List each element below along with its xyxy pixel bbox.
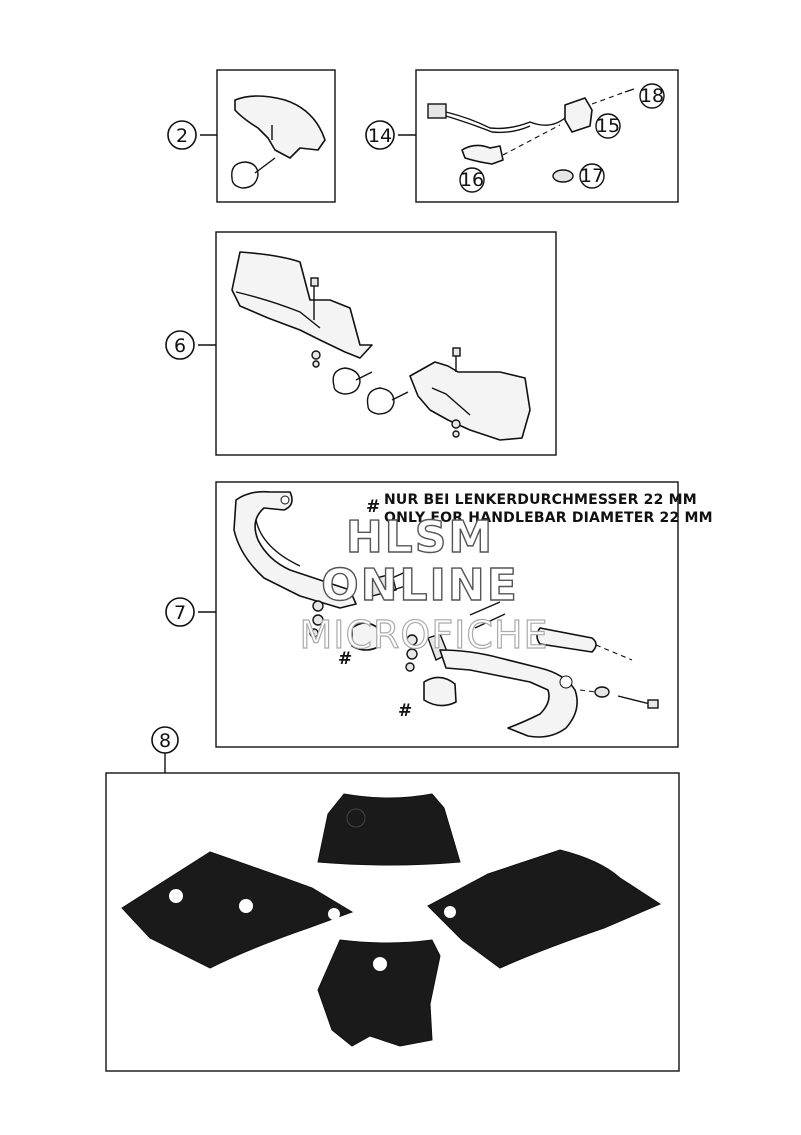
switch-box-part (564, 97, 593, 133)
callout-6-circle (165, 330, 195, 360)
watermark-line-3: MICROFICHE (299, 613, 548, 657)
panel-7: 7 # NUR BEI LENKERDURCHMESSER 22 MM ONLY… (165, 481, 713, 748)
screw-18 (624, 88, 635, 93)
handguard-small-part (234, 95, 326, 159)
panel-6-frame (215, 231, 557, 456)
panel-7-frame (215, 481, 679, 748)
cap-part (552, 169, 574, 183)
callout-2-circle (167, 120, 197, 150)
clamp-7a-part (367, 573, 397, 597)
watermark-line-2: ONLINE (321, 560, 519, 611)
bar-clamp-7b-part (423, 676, 457, 707)
callout-8-circle (151, 726, 179, 754)
note-line-en: ONLY FOR HANDLEBAR DIAMETER 22 MM (384, 510, 713, 526)
callout-15: 15 (596, 115, 620, 137)
hash-marker-3: # (398, 701, 412, 721)
callout-7-circle (165, 597, 195, 627)
hash-marker-2: # (338, 649, 352, 669)
panel-8-frame (105, 772, 680, 1072)
bar-clamp-7-part (351, 622, 381, 651)
cable-tie-6a (332, 367, 373, 395)
clamp-part (461, 144, 504, 165)
callout-14-circle (365, 120, 395, 150)
note-hash-marker: # (366, 497, 380, 517)
handguard-right-part (409, 361, 531, 441)
callout-17: 17 (580, 165, 604, 187)
panel-2-frame (216, 69, 336, 203)
wraparound-guard-left-part (233, 490, 357, 609)
callout-2: 2 (176, 125, 188, 147)
callout-8: 8 (159, 730, 171, 752)
wraparound-guard-right-part (439, 649, 578, 738)
cable-tie-2 (231, 157, 276, 189)
panel-8: 8 (105, 726, 680, 1072)
watermark: HLSM ONLINE MICROFICHE (299, 511, 548, 657)
handguard-left-part (231, 251, 373, 359)
sticker-left-part (121, 851, 354, 969)
sticker-front-part (317, 793, 461, 866)
cable-tie-6b (366, 387, 409, 415)
callout-18: 18 (640, 85, 664, 107)
callout-7: 7 (174, 602, 186, 624)
sticker-rear-part (317, 939, 441, 1047)
panel-6: 6 (165, 231, 557, 456)
panel-14: 14 18 15 16 17 (365, 69, 679, 203)
grip-part (536, 627, 597, 653)
note-line-de: NUR BEI LENKERDURCHMESSER 22 MM (384, 492, 697, 508)
panel-14-frame (415, 69, 679, 203)
callout-6: 6 (174, 335, 186, 357)
watermark-line-1: HLSM (346, 512, 494, 563)
panel-2: 2 (167, 69, 336, 203)
sticker-right-part (427, 849, 662, 969)
callout-14: 14 (368, 125, 392, 147)
connector-part (427, 103, 447, 119)
callout-16: 16 (460, 169, 484, 191)
